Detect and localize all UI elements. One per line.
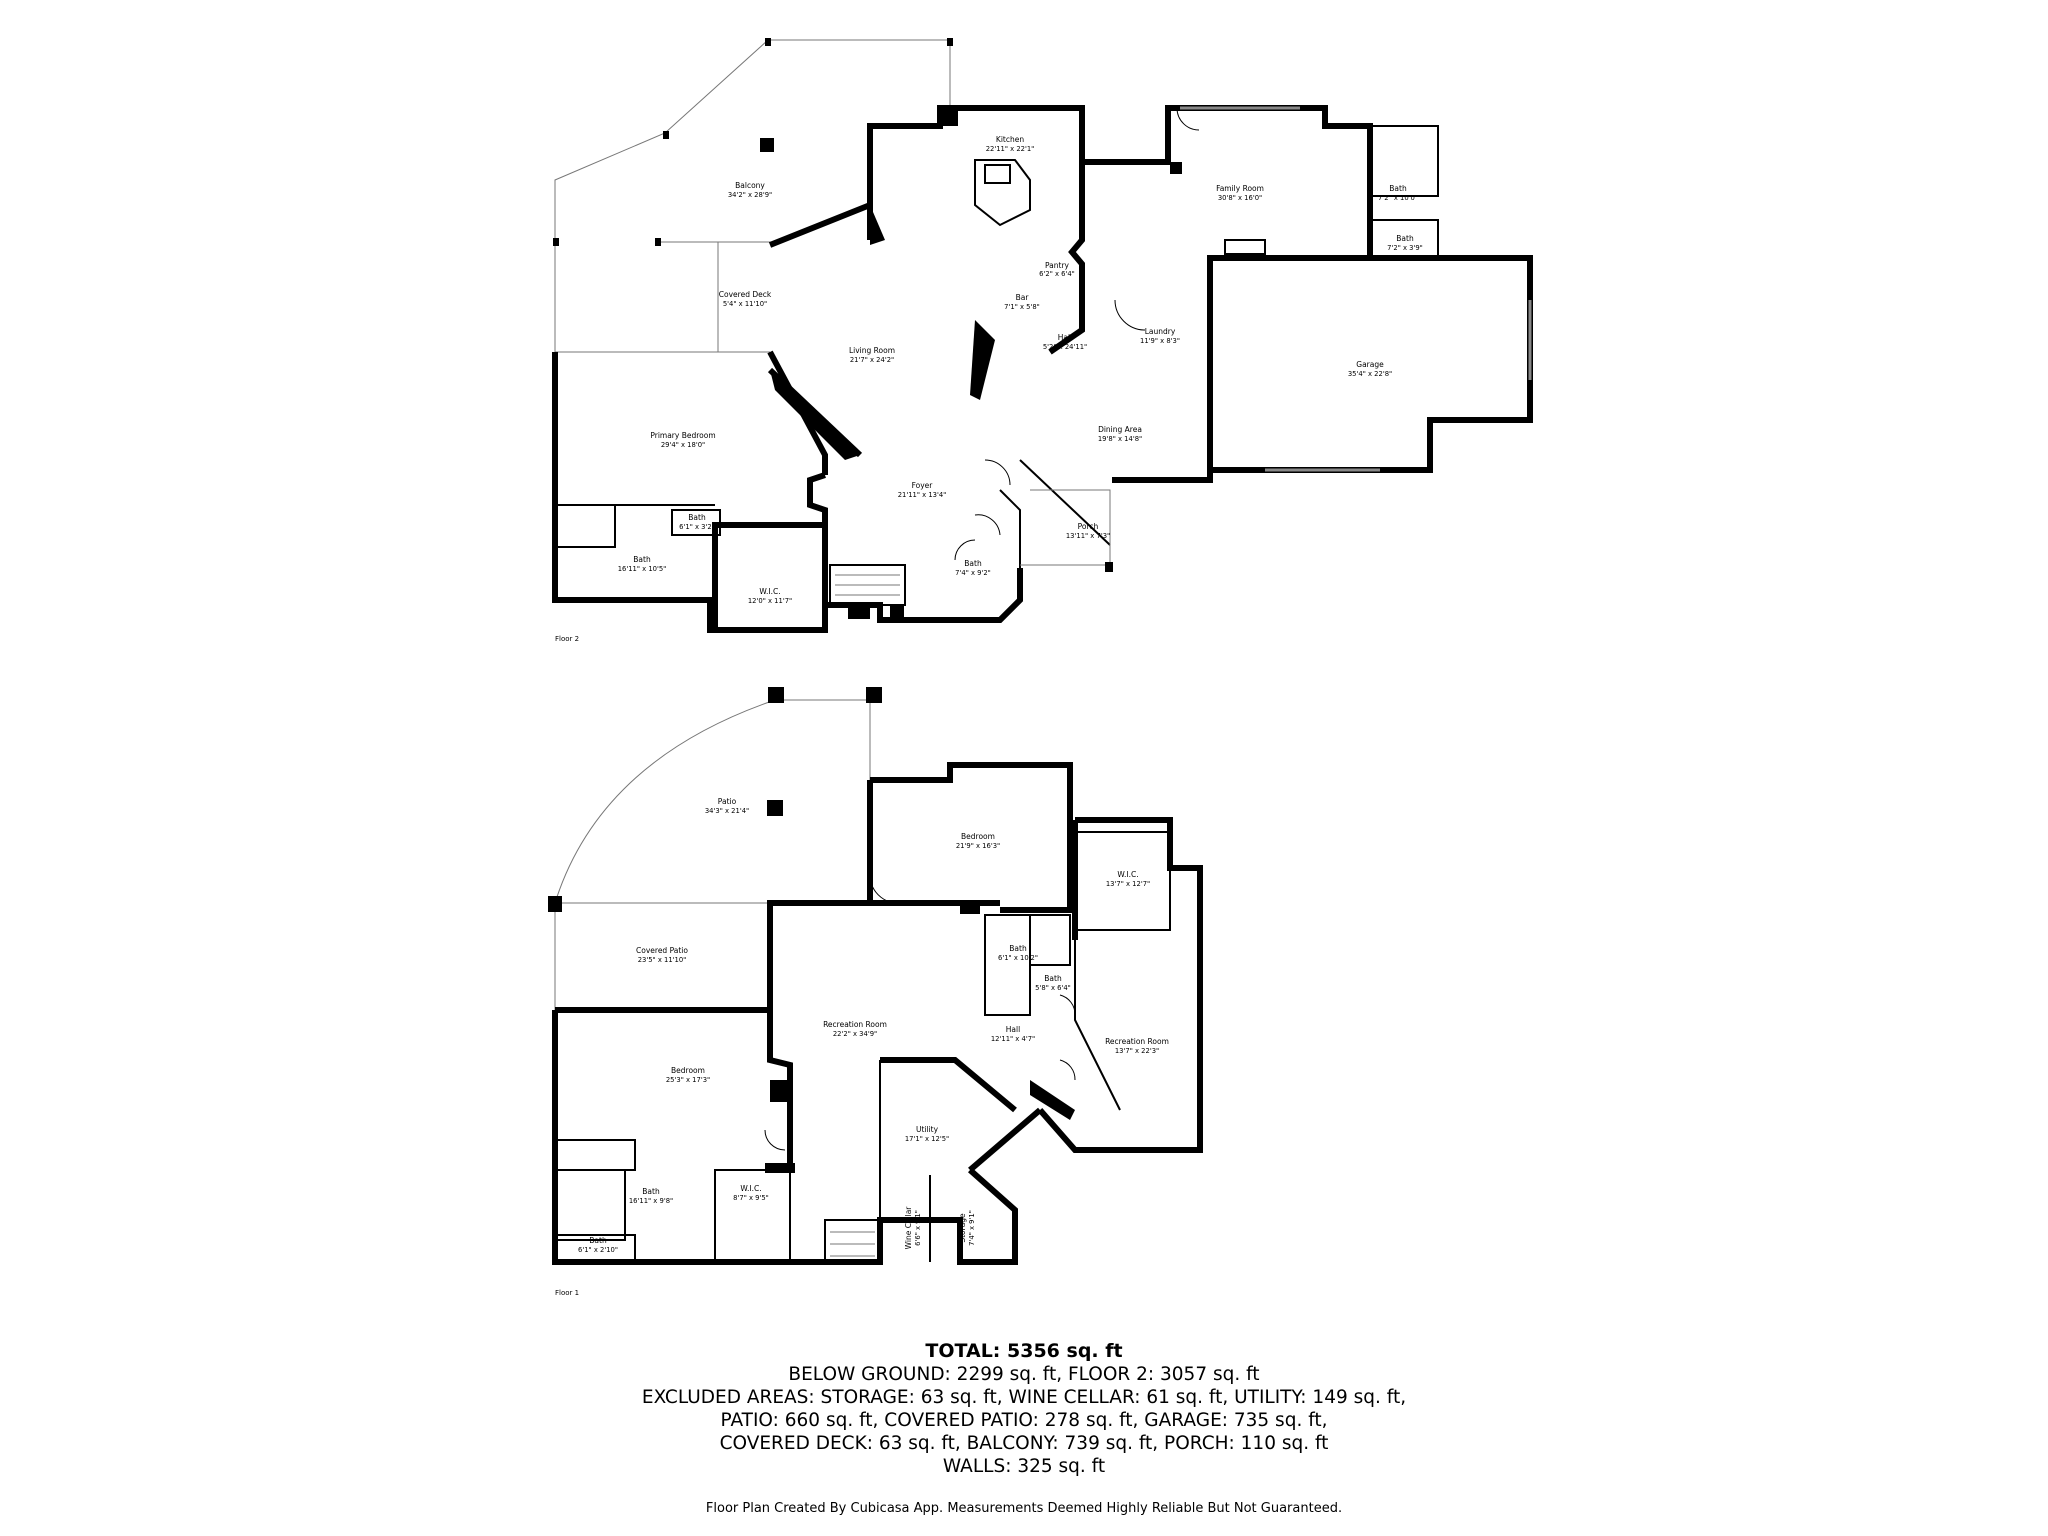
room-dims: 30'8" x 16'0" xyxy=(1218,194,1262,202)
summary-line: BELOW GROUND: 2299 sq. ft, FLOOR 2: 3057… xyxy=(788,1364,1260,1385)
room-dims: 34'3" x 21'4" xyxy=(705,807,749,815)
room-label: Covered Patio xyxy=(636,946,688,955)
room-dims: 12'0" x 11'7" xyxy=(748,597,792,605)
room-dims: 22'2" x 34'9" xyxy=(833,1030,877,1038)
room-dims: 6'1" x 2'10" xyxy=(578,1246,618,1254)
room-label: Storage xyxy=(958,1213,967,1243)
room-label: Covered Deck xyxy=(719,290,772,299)
room-dims: 34'2" x 28'9" xyxy=(728,191,772,199)
room-dims: 8'7" x 9'5" xyxy=(733,1194,769,1202)
room-dims: 16'11" x 9'8" xyxy=(629,1197,673,1205)
room-dims: 5'8" x 6'4" xyxy=(1035,984,1071,992)
room-dims: 35'4" x 22'8" xyxy=(1348,370,1392,378)
room-dims: 11'9" x 8'3" xyxy=(1140,337,1180,345)
room-dims: 22'11" x 22'1" xyxy=(986,145,1035,153)
room-dims: 29'4" x 18'0" xyxy=(661,441,705,449)
room-label: Bath xyxy=(1044,974,1062,983)
room-dims: 6'1" x 3'2" xyxy=(679,523,715,531)
room-dims: 7'2" x 10'0" xyxy=(1378,194,1418,202)
room-dims: 12'11" x 4'7" xyxy=(991,1035,1035,1043)
room-label: Bedroom xyxy=(961,832,995,841)
room-label: Laundry xyxy=(1145,327,1176,336)
room-dims: 21'11" x 13'4" xyxy=(898,491,947,499)
room-label: Bath xyxy=(1389,184,1407,193)
room-dims: 7'2" x 3'9" xyxy=(1387,244,1423,252)
room-label: Bath xyxy=(589,1236,607,1245)
room-label: Hall xyxy=(1006,1025,1020,1034)
room-label: Recreation Room xyxy=(1105,1037,1169,1046)
room-dims: 6'1" x 10'2" xyxy=(998,954,1038,962)
disclaimer-footer: Floor Plan Created By Cubicasa App. Meas… xyxy=(705,1501,1343,1516)
room-dims: 17'1" x 12'5" xyxy=(905,1135,949,1143)
summary-line: EXCLUDED AREAS: STORAGE: 63 sq. ft, WINE… xyxy=(641,1387,1407,1408)
room-label: Bath xyxy=(633,555,651,564)
room-label: Utility xyxy=(916,1125,939,1134)
room-label: W.I.C. xyxy=(740,1184,761,1193)
room-dims: 21'9" x 16'3" xyxy=(956,842,1000,850)
room-label: Hall xyxy=(1058,333,1072,342)
floor-plan-drawing: Kitchen 22'11" x 22'1" Balcony 34'2" x 2… xyxy=(548,38,1533,1297)
floor-1-plan: Patio 34'3" x 21'4" Bedroom 21'9" x 16'3… xyxy=(548,687,1203,1297)
room-label: W.I.C. xyxy=(1117,870,1138,879)
room-dims: 5'4" x 11'10" xyxy=(723,300,767,308)
room-dims: 25'3" x 17'3" xyxy=(666,1076,710,1084)
room-dims: 16'11" x 10'5" xyxy=(618,565,667,573)
room-label: Balcony xyxy=(735,181,765,190)
room-dims: 6'2" x 6'4" xyxy=(1039,270,1075,278)
room-label: W.I.C. xyxy=(759,587,780,596)
room-label: Living Room xyxy=(849,346,895,355)
room-label: Bar xyxy=(1016,293,1030,302)
floor-2-label: Floor 2 xyxy=(555,635,579,643)
floor-1-label: Floor 1 xyxy=(555,1289,579,1297)
area-summary: TOTAL: 5356 sq. ft BELOW GROUND: 2299 sq… xyxy=(0,1340,2048,1478)
room-label: Bath xyxy=(1009,944,1027,953)
room-label: Bath xyxy=(688,513,706,522)
room-dims: 6'6" x 9'1" xyxy=(914,1210,922,1246)
room-dims: 19'8" x 14'8" xyxy=(1098,435,1142,443)
summary-line: PATIO: 660 sq. ft, COVERED PATIO: 278 sq… xyxy=(720,1410,1328,1431)
room-label: Dining Area xyxy=(1098,425,1142,434)
room-label: Wine Cellar xyxy=(904,1206,913,1250)
room-label: Foyer xyxy=(912,481,934,490)
room-label: Bath xyxy=(1396,234,1414,243)
room-label: Bath xyxy=(642,1187,660,1196)
room-label: Patio xyxy=(718,797,737,806)
room-dims: 7'4" x 9'2" xyxy=(955,569,991,577)
room-label: Primary Bedroom xyxy=(650,431,715,440)
room-label: Pantry xyxy=(1045,261,1070,270)
room-dims: 13'7" x 12'7" xyxy=(1106,880,1150,888)
room-label: Recreation Room xyxy=(823,1020,887,1029)
room-label: Kitchen xyxy=(996,135,1024,144)
room-dims: 7'1" x 5'8" xyxy=(1004,303,1040,311)
room-dims: 5'2" x 24'11" xyxy=(1043,343,1087,351)
floor-2-plan: Kitchen 22'11" x 22'1" Balcony 34'2" x 2… xyxy=(552,38,1533,643)
room-label: Bedroom xyxy=(671,1066,705,1075)
room-dims: 13'11" x 7'3" xyxy=(1066,532,1110,540)
summary-line: WALLS: 325 sq. ft xyxy=(942,1456,1106,1477)
room-dims: 23'5" x 11'10" xyxy=(638,956,687,964)
room-label: Porch xyxy=(1078,522,1099,531)
room-dims: 7'4" x 9'1" xyxy=(968,1210,976,1246)
summary-line: COVERED DECK: 63 sq. ft, BALCONY: 739 sq… xyxy=(719,1433,1329,1454)
room-label: Garage xyxy=(1356,360,1384,369)
room-label: Family Room xyxy=(1216,184,1264,193)
room-dims: 13'7" x 22'3" xyxy=(1115,1047,1159,1055)
total-area: TOTAL: 5356 sq. ft xyxy=(925,1340,1123,1362)
room-dims: 21'7" x 24'2" xyxy=(850,356,894,364)
room-label: Bath xyxy=(964,559,982,568)
